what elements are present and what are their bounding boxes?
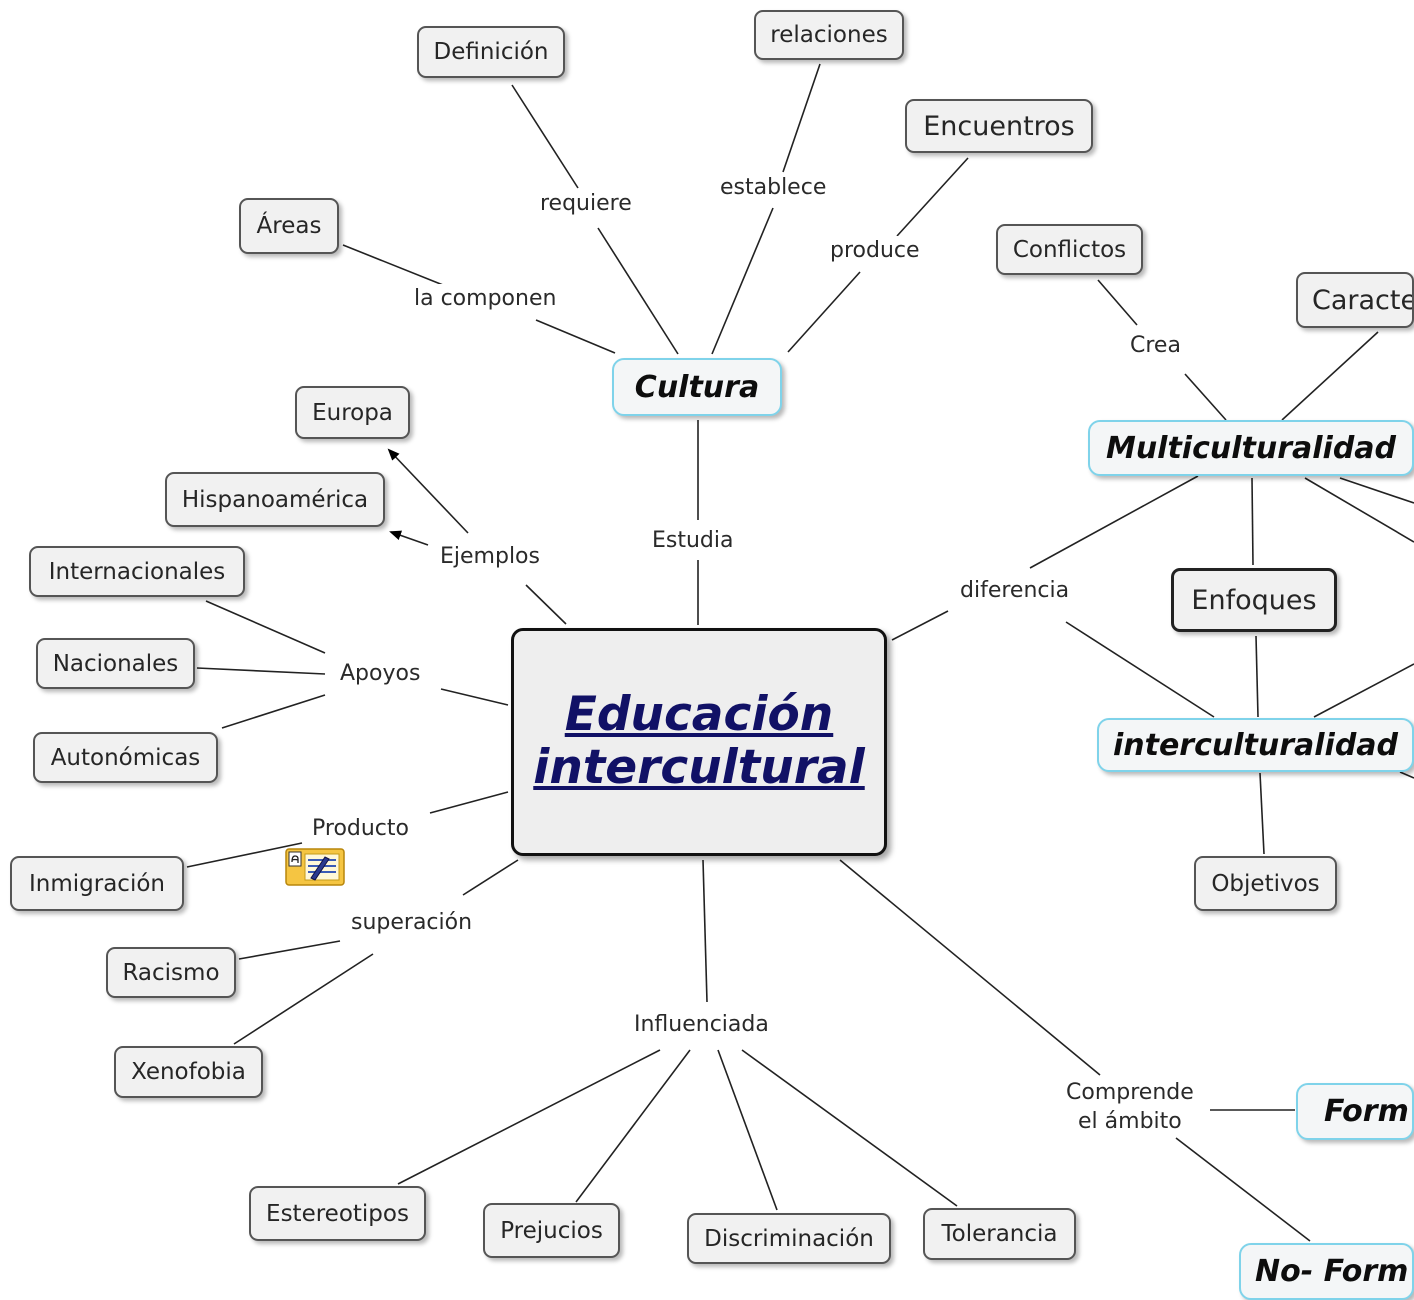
link-line (440, 688, 509, 706)
link-label-la-componen: la componen (410, 284, 561, 314)
link-line (238, 940, 341, 960)
concept-node-cultura[interactable]: Cultura (612, 358, 782, 416)
node-conflictos[interactable]: Conflictos (996, 224, 1143, 275)
link-line (205, 600, 326, 654)
link-label-crea: Crea (1126, 331, 1185, 361)
concept-node-multiculturalidad[interactable]: Multiculturalidad (1088, 420, 1414, 476)
concept-node-no-formal[interactable]: No- Form (1239, 1243, 1414, 1300)
link-label-apoyos: Apoyos (336, 659, 425, 689)
node-hispanoamerica[interactable]: Hispanoamérica (165, 472, 385, 527)
link-line (839, 859, 1101, 1076)
link-line (711, 207, 774, 355)
link-line (429, 791, 509, 814)
link-line (1304, 477, 1414, 543)
node-nacionales[interactable]: Nacionales (36, 638, 195, 689)
link-line (1175, 1137, 1311, 1242)
main-topic-line1: Educación (564, 687, 834, 743)
link-line (891, 610, 949, 641)
node-definicion[interactable]: Definición (417, 26, 565, 78)
link-line (342, 244, 444, 286)
link-line (597, 227, 679, 355)
link-line (1097, 279, 1138, 326)
arrow-line (389, 530, 429, 546)
link-line (1313, 663, 1414, 718)
link-line (787, 271, 861, 353)
link-line (1339, 477, 1414, 504)
node-estereotipos[interactable]: Estereotipos (249, 1186, 426, 1241)
link-label-comprende-el-ambito: Comprende el ámbito (1062, 1078, 1198, 1136)
link-line (1281, 331, 1379, 421)
link-line (575, 1049, 691, 1203)
node-racismo[interactable]: Racismo (106, 947, 236, 998)
link-line (1065, 621, 1215, 718)
link-label-produce: produce (826, 236, 924, 266)
node-objetivos[interactable]: Objetivos (1194, 856, 1337, 911)
link-label-requiere: requiere (536, 189, 636, 219)
link-label-establece: establece (716, 173, 831, 203)
link-line (717, 1049, 778, 1211)
arrow-line (387, 448, 469, 534)
node-caracteristicas[interactable]: Caracte (1296, 272, 1414, 328)
link-line (186, 842, 303, 868)
link-line (221, 694, 326, 729)
node-enfoques[interactable]: Enfoques (1171, 568, 1337, 632)
link-line (397, 1049, 661, 1185)
link-line (1184, 373, 1227, 421)
main-topic-line2: intercultural (533, 740, 865, 795)
node-inmigracion[interactable]: Inmigración (10, 856, 184, 911)
link-label-comprende-line2: el ámbito (1078, 1109, 1182, 1134)
link-line (1255, 635, 1259, 718)
node-encuentros[interactable]: Encuentros (905, 99, 1093, 153)
link-line (1259, 772, 1265, 855)
node-xenofobia[interactable]: Xenofobia (114, 1046, 263, 1098)
link-line (196, 667, 326, 675)
link-line (702, 859, 708, 1003)
link-line (511, 84, 579, 189)
link-label-influenciada: Influenciada (630, 1010, 773, 1040)
link-line (462, 859, 519, 896)
link-line (1251, 477, 1254, 566)
main-topic-node[interactable]: Educación intercultural (511, 628, 887, 856)
node-autonomicas[interactable]: Autonómicas (33, 732, 218, 783)
link-label-producto: Producto (308, 814, 413, 844)
node-discriminacion[interactable]: Discriminación (687, 1213, 891, 1264)
link-line (1029, 475, 1199, 569)
link-label-comprende-line1: Comprende (1066, 1080, 1194, 1105)
node-relaciones[interactable]: relaciones (754, 10, 904, 60)
link-line (525, 584, 567, 625)
node-tolerancia[interactable]: Tolerancia (923, 1208, 1076, 1260)
concept-node-interculturalidad[interactable]: interculturalidad (1097, 718, 1414, 772)
link-line (1399, 771, 1414, 779)
node-europa[interactable]: Europa (295, 386, 410, 439)
link-line (233, 953, 374, 1045)
node-areas[interactable]: Áreas (239, 198, 339, 254)
resource-note-icon[interactable] (285, 848, 345, 886)
link-label-ejemplos: Ejemplos (436, 542, 544, 572)
link-line (741, 1049, 958, 1207)
link-line (896, 157, 969, 237)
concept-node-formal[interactable]: Form (1296, 1083, 1414, 1140)
node-prejucios[interactable]: Prejucios (483, 1203, 620, 1258)
node-internacionales[interactable]: Internacionales (29, 546, 245, 597)
link-line (782, 63, 821, 173)
link-label-diferencia: diferencia (956, 576, 1074, 606)
link-label-superacion: superación (347, 908, 477, 938)
link-line (535, 319, 616, 354)
link-label-estudia: Estudia (648, 526, 738, 556)
